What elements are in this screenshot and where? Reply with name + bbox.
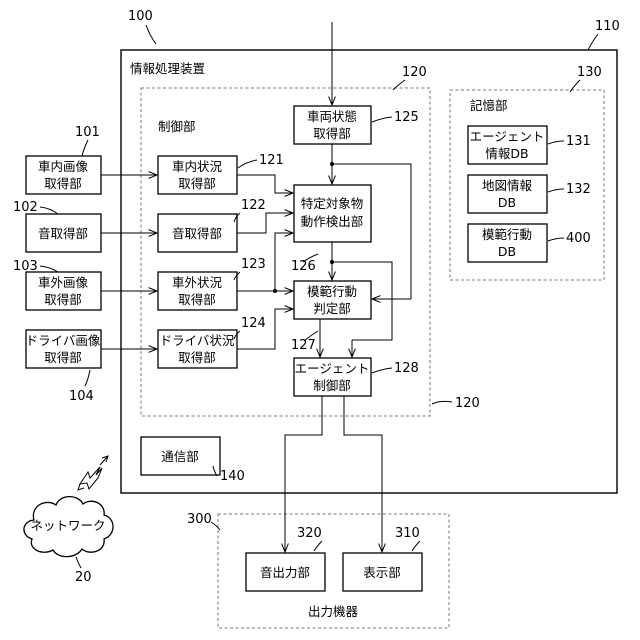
ref-123: 123 (241, 257, 266, 272)
leader-300 (211, 522, 220, 530)
sound-getter-label: 音取得部 (172, 226, 222, 241)
ref-102: 102 (13, 200, 38, 215)
sound-acquisition-label: 音取得部 (38, 226, 88, 241)
display-label: 表示部 (363, 565, 401, 580)
agent-info-db-label-2: 情報DB (485, 146, 528, 161)
ref-300: 300 (187, 512, 212, 527)
leader-101 (82, 140, 88, 156)
vehicle-state-label-2: 取得部 (313, 126, 351, 141)
arrow-agent-to-display (344, 396, 382, 552)
agent-info-db-label: エージェント (470, 129, 545, 144)
object-motion-detector-label-2: 動作検出部 (301, 214, 364, 229)
communication-unit-label: 通信部 (161, 449, 199, 464)
leader-103 (40, 266, 58, 272)
exterior-camera-label: 車外画像 (38, 275, 89, 290)
arrow-sound-get-to-detector (237, 213, 293, 233)
ref-140: 140 (220, 469, 245, 484)
driver-status-label: ドライバ状況 (160, 333, 235, 348)
leader-100 (146, 25, 156, 44)
driver-status-label-2: 取得部 (178, 350, 216, 365)
ref-131: 131 (566, 134, 591, 149)
ref-101: 101 (75, 125, 100, 140)
ref-20: 20 (75, 570, 92, 585)
ref-104: 104 (69, 389, 94, 404)
agent-controller-label: エージェント (295, 361, 370, 376)
model-behavior-judge-label: 模範行動 (307, 284, 357, 299)
object-motion-detector-label: 特定対象物 (301, 196, 364, 211)
exterior-status-label-2: 取得部 (178, 292, 216, 307)
ref-400: 400 (566, 231, 591, 246)
storage-label: 記憶部 (470, 98, 508, 113)
wireless-link-arrow-lower (78, 484, 84, 490)
leader-110 (588, 34, 598, 50)
output-devices-label: 出力機器 (308, 604, 359, 619)
leader-120-top (393, 80, 405, 90)
ref-100: 100 (128, 9, 153, 24)
leader-131 (548, 141, 564, 144)
leader-128 (372, 368, 392, 373)
ref-130: 130 (577, 65, 602, 80)
control-label: 制御部 (158, 119, 196, 134)
ref-125: 125 (394, 110, 419, 125)
leader-120-bottom (432, 401, 452, 404)
wireless-link-icon (80, 467, 102, 489)
network-label: ネットワーク (30, 518, 105, 533)
ref-110: 110 (595, 19, 620, 34)
ref-121: 121 (259, 153, 284, 168)
model-behavior-judge-label-2: 判定部 (313, 301, 351, 316)
leader-121 (238, 160, 257, 168)
ref-120-top: 120 (402, 65, 427, 80)
ref-128: 128 (394, 361, 419, 376)
leader-125 (372, 117, 392, 122)
model-behavior-db-label: 模範行動 (482, 227, 532, 242)
in-cabin-camera-label: 車内画像 (38, 159, 89, 174)
driver-camera-label: ドライバ画像 (26, 333, 101, 348)
ref-132: 132 (566, 182, 591, 197)
exterior-status-label: 車外状況 (172, 275, 223, 290)
driver-camera-label-2: 取得部 (44, 350, 82, 365)
map-info-db-label: 地図情報 (482, 178, 533, 193)
ref-122: 122 (241, 198, 266, 213)
leader-310 (412, 541, 420, 551)
leader-20 (76, 557, 81, 568)
ref-103: 103 (13, 259, 38, 274)
leader-400 (548, 238, 564, 241)
ref-127: 127 (291, 338, 316, 353)
model-behavior-db-label-2: DB (498, 244, 516, 259)
in-cabin-status-label: 車内状況 (172, 159, 223, 174)
ref-124: 124 (241, 316, 266, 331)
in-cabin-camera-label-2: 取得部 (44, 176, 82, 191)
exterior-camera-label-2: 取得部 (44, 292, 82, 307)
arrow-in-status-to-detector (237, 175, 293, 193)
ref-310: 310 (395, 526, 420, 541)
leader-320 (314, 541, 322, 551)
map-info-db-label-2: DB (498, 195, 516, 210)
leader-102 (40, 207, 58, 214)
ref-320: 320 (297, 526, 322, 541)
in-cabin-status-label-2: 取得部 (178, 176, 216, 191)
leader-132 (548, 189, 564, 192)
ref-120-bottom: 120 (455, 396, 480, 411)
junction-vehicle-state (330, 162, 334, 166)
leader-104 (85, 370, 90, 386)
agent-controller-label-2: 制御部 (313, 378, 351, 393)
device-label: 情報処理装置 (130, 61, 205, 76)
sound-output-label: 音出力部 (260, 565, 310, 580)
vehicle-state-label: 車両状態 (307, 109, 357, 124)
